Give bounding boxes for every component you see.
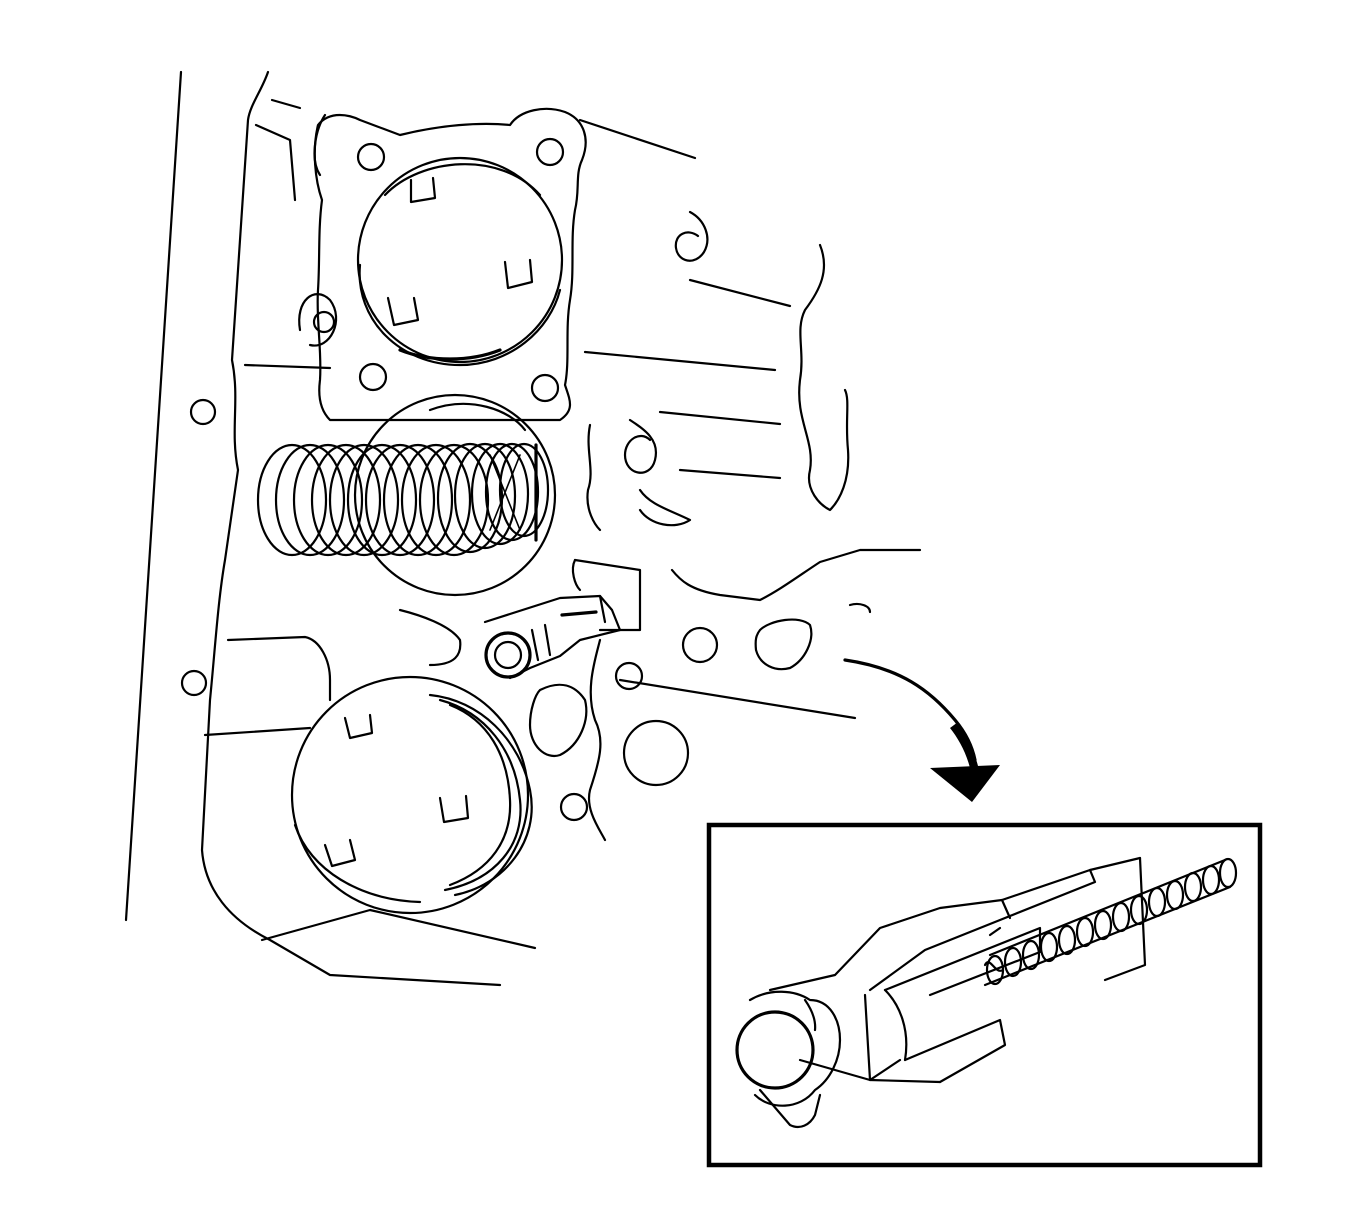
passages xyxy=(586,210,922,614)
lower-plate xyxy=(180,558,857,842)
middle-bore xyxy=(353,393,557,597)
lower-valve xyxy=(290,675,533,915)
upper-plate xyxy=(189,107,587,426)
housing-outline xyxy=(124,70,850,987)
detail-spring xyxy=(983,857,1238,987)
installed-lifter xyxy=(483,594,622,680)
detail-inset xyxy=(706,822,1263,1168)
detail-lifter xyxy=(735,856,1147,1129)
coil-spring xyxy=(256,442,550,557)
upper-valve xyxy=(356,156,564,367)
curved-arrow-icon xyxy=(843,658,1000,802)
